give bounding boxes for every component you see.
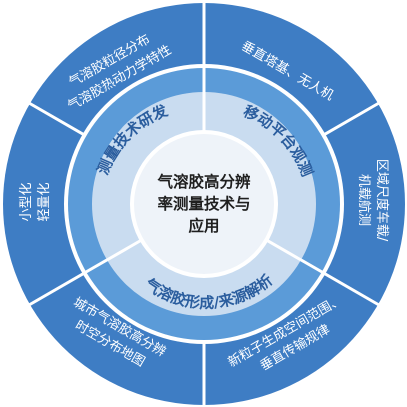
center-line-1: 气溶胶高分辨 bbox=[156, 172, 251, 191]
center-line-2: 率测量技术与 bbox=[157, 194, 250, 213]
segment-regional-scale-line-2: 机载航测 bbox=[356, 174, 372, 226]
segment-miniaturization-line-2: 轻量化 bbox=[37, 182, 52, 221]
center-disc bbox=[134, 134, 274, 274]
segment-regional-scale: 区域尺度车载/ 机载航测 bbox=[356, 159, 390, 242]
center-title: 气溶胶高分辨 率测量技术与 应用 bbox=[156, 172, 251, 235]
segment-miniaturization: 小型化 轻量化 bbox=[19, 182, 52, 221]
center-line-3: 应用 bbox=[188, 216, 219, 235]
segment-miniaturization-line-1: 小型化 bbox=[19, 182, 34, 221]
segment-regional-scale-line-1: 区域尺度车载/ bbox=[374, 159, 390, 242]
